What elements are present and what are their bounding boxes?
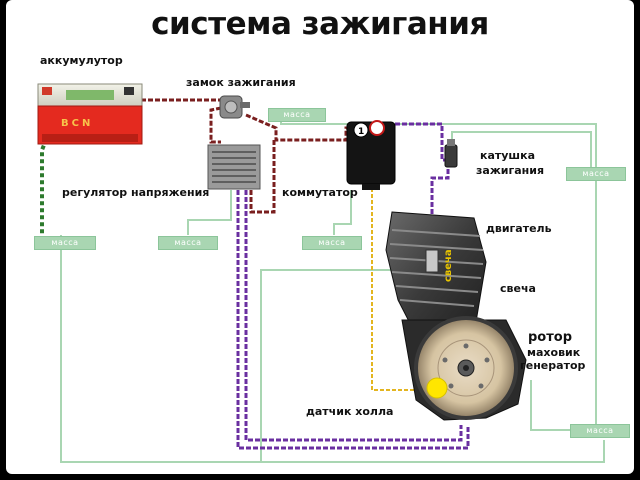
lock-cylinder xyxy=(224,100,238,114)
voltage-regulator xyxy=(207,144,261,190)
ignition-lock-label: замок зажигания xyxy=(186,76,296,89)
rotor-label-1: ротор xyxy=(528,330,573,345)
ground-wire-bottom xyxy=(60,235,605,463)
spark-plug xyxy=(425,249,439,273)
rotor-flywheel xyxy=(414,316,518,420)
ground-badge-commutator: масса xyxy=(302,236,362,250)
rotor-label-2: маховик xyxy=(527,346,581,359)
commutator-terminal-1 xyxy=(353,122,369,138)
commutator-foot xyxy=(362,184,380,190)
battery xyxy=(37,83,143,145)
spark-plug-wire-label: свеча xyxy=(443,249,454,282)
commutator: 1 xyxy=(346,120,396,190)
battery-label: аккумулутор xyxy=(40,54,123,67)
battery-brand: BCN xyxy=(61,118,94,129)
commutator-terminal-2 xyxy=(369,120,385,136)
regulator-to-generator-wire-2 xyxy=(244,190,463,442)
battery-bottom xyxy=(42,134,138,142)
ground-wire-regulator xyxy=(187,190,232,235)
ground-wire-coil xyxy=(451,131,592,167)
coil-body xyxy=(444,144,458,168)
hall-sensor xyxy=(426,377,448,399)
diagram-frame: 1 xyxy=(6,0,634,474)
commutator-terminal-1-number: 1 xyxy=(358,127,364,137)
flywheel-inner-ring xyxy=(437,339,495,397)
battery-terminal-plus xyxy=(42,87,52,95)
page-title: система зажигания xyxy=(151,6,489,42)
engine-label: двигатель xyxy=(486,222,552,235)
ground-badge-coil: масса xyxy=(566,167,626,181)
ground-badge-regulator: масса xyxy=(158,236,218,250)
ignition-coil xyxy=(444,139,458,168)
battery-terminal-minus xyxy=(124,87,134,95)
ignition-coil-label-1: катушка xyxy=(480,149,536,162)
rotor-label-3: генератор xyxy=(520,359,586,372)
ground-wires xyxy=(60,113,605,463)
ignition-coil-label-2: зажигания xyxy=(476,164,545,177)
commutator-label: коммутатор xyxy=(282,186,358,199)
spark-plug-label: свеча xyxy=(500,282,536,295)
coil-cap xyxy=(447,139,455,146)
regulator-red-wire xyxy=(241,140,276,214)
hall-sensor-label: датчик холла xyxy=(306,405,394,418)
ground-wire-engine xyxy=(260,269,401,462)
regulator-to-generator-wire-1 xyxy=(236,190,470,450)
battery-indicator xyxy=(66,90,114,100)
ignition-diagram: 1 xyxy=(37,83,605,463)
voltage-regulator-label: регулятор напряжения xyxy=(62,186,210,199)
ground-wire-commutator xyxy=(333,190,352,235)
ground-wire-generator xyxy=(530,380,574,431)
lock-key xyxy=(240,102,250,108)
ground-badge-battery: масса xyxy=(34,236,96,250)
ignition-lock xyxy=(219,95,250,119)
ground-badge-top: масса xyxy=(268,108,326,122)
ground-badge-generator: масса xyxy=(570,424,630,438)
